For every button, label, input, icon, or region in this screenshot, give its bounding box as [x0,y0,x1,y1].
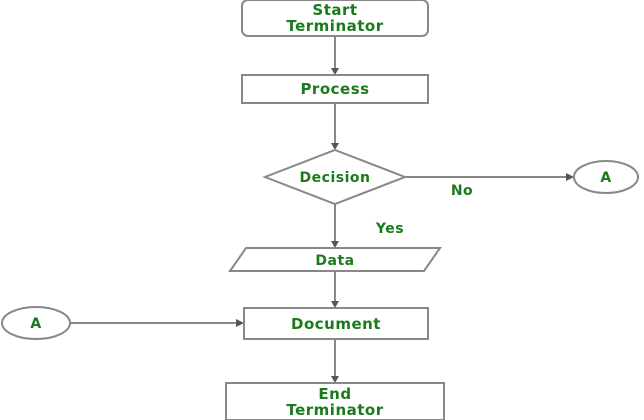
end-terminator-shape [225,382,445,420]
connector-right-label: A [600,170,611,186]
start-terminator[interactable]: Start Terminator [241,0,429,37]
arrowhead-end [331,376,339,383]
decision-shape [262,148,408,206]
end-terminator-label-line1: End [318,385,351,403]
data-shape [228,247,442,272]
connector-left-label: A [30,316,41,332]
start-terminator-shape [241,0,429,37]
edge-label-yes: Yes [375,221,404,237]
process-label: Process [300,80,369,98]
start-terminator-label-line1: Start [312,1,357,19]
arrowhead-data [331,241,339,248]
arrowhead-process [331,68,339,75]
start-terminator-label-line2: Terminator [286,17,383,35]
end-terminator[interactable]: End Terminator [225,382,445,420]
connector-left[interactable]: A [1,306,71,340]
arrowhead-document [331,301,339,308]
connector-right[interactable]: A [573,160,639,194]
connector-left-shape [1,306,71,340]
edges [70,36,574,383]
decision-node[interactable]: Decision [262,148,408,206]
end-terminator-label-line2: Terminator [286,401,383,419]
arrowhead-connector-right [566,173,574,181]
decision-label: Decision [300,170,371,186]
arrowhead-decision [331,143,339,150]
document-node[interactable]: Document [243,307,429,340]
document-label: Document [291,315,381,333]
data-label: Data [315,253,354,269]
process-node[interactable]: Process [241,74,429,104]
connector-right-shape [573,160,639,194]
document-shape [243,307,429,340]
data-node[interactable]: Data [228,247,442,272]
arrowhead-document-left [236,319,244,327]
process-shape [241,74,429,104]
edge-label-no: No [451,183,473,199]
